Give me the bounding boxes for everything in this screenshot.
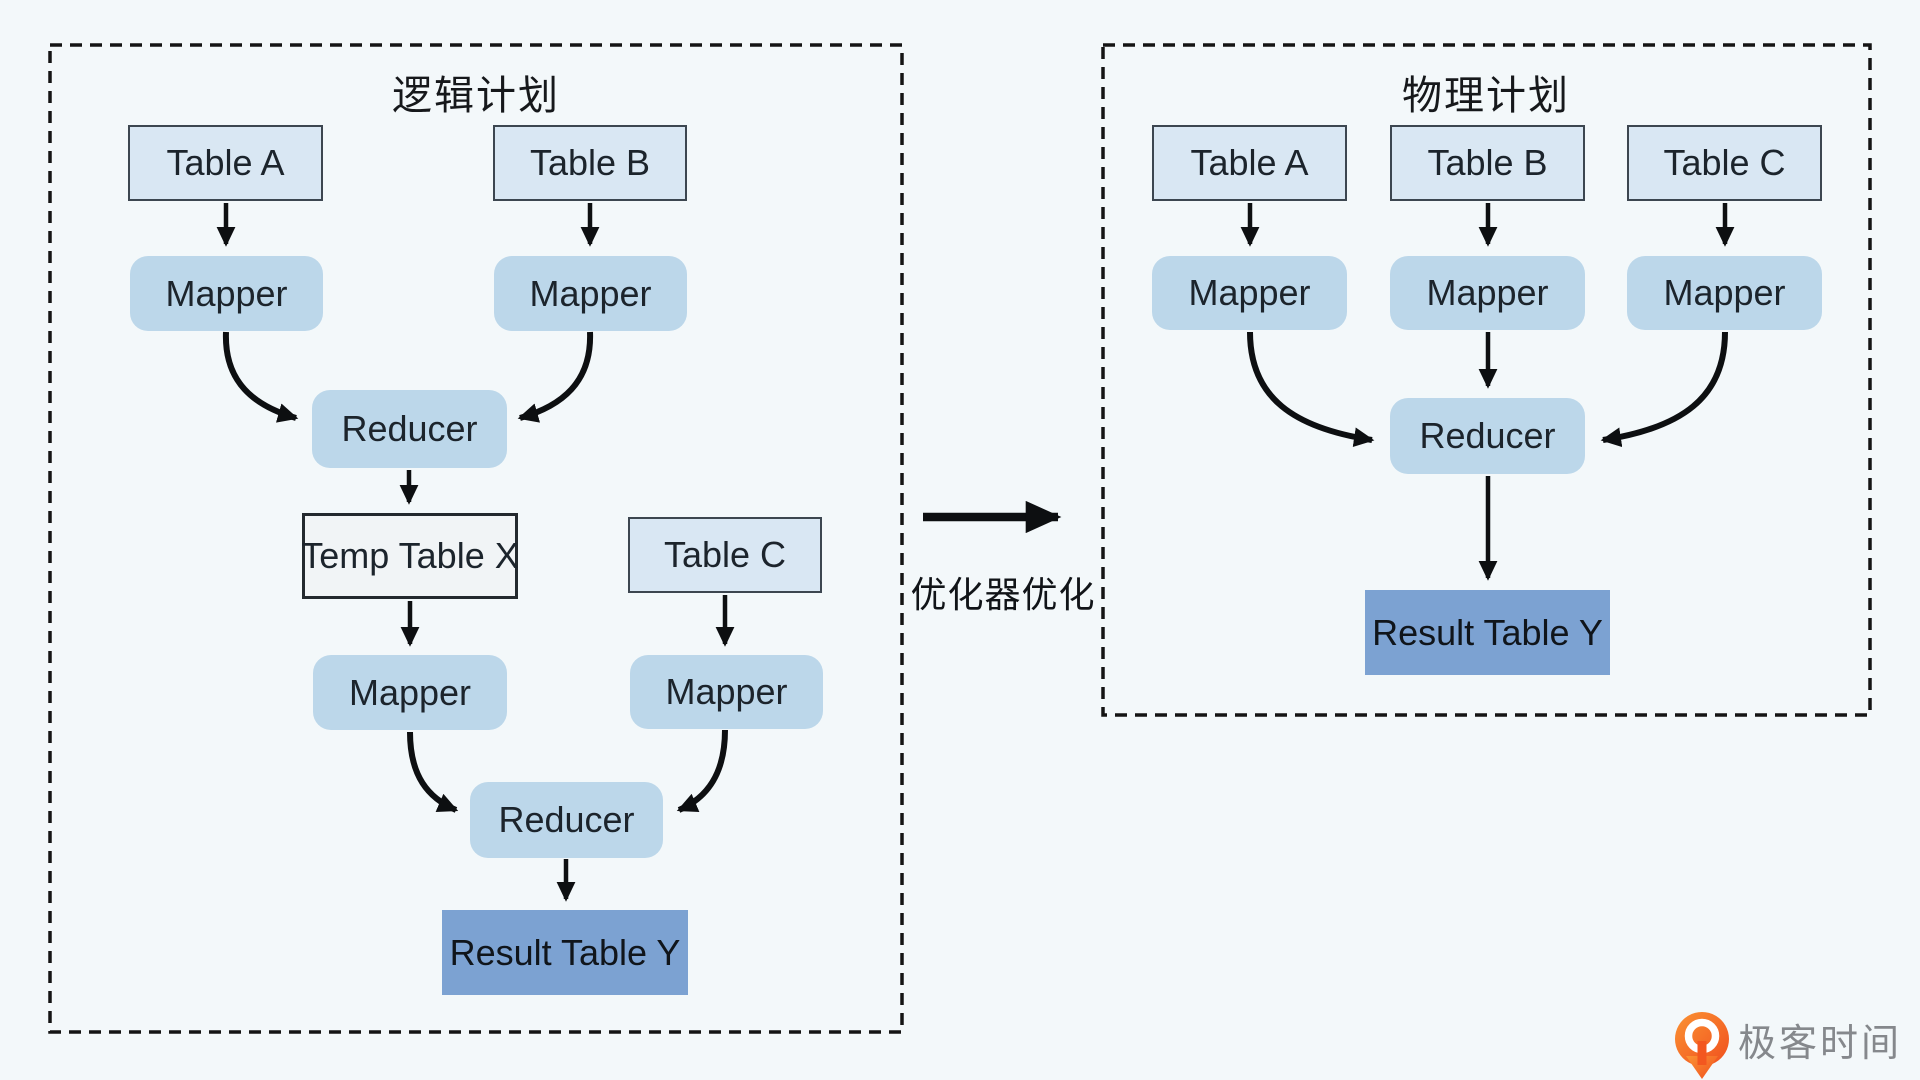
physical-arrows <box>1240 203 1735 581</box>
logical-reducer-2: Reducer <box>470 782 663 858</box>
geektime-pin-icon <box>1674 1012 1729 1079</box>
geektime-logo-text: 极客时间 <box>1738 1023 1903 1065</box>
logical-plan-panel-border <box>48 43 904 1034</box>
optimizer-label: 优化器优化 <box>910 574 1096 615</box>
physical-plan-panel-border <box>1101 43 1872 717</box>
physical-reducer: Reducer <box>1390 398 1585 474</box>
physical-mapper-b: Mapper <box>1390 256 1585 330</box>
logical-table-c: Table C <box>628 517 822 593</box>
logical-arrows <box>216 203 735 902</box>
logical-mapper-c: Mapper <box>630 655 823 729</box>
logical-mapper-a: Mapper <box>130 256 323 331</box>
logical-result-table-y: Result Table Y <box>442 910 688 995</box>
physical-mapper-c: Mapper <box>1627 256 1822 330</box>
logical-mapper-x: Mapper <box>313 655 507 730</box>
physical-result-table-y: Result Table Y <box>1365 590 1610 675</box>
logical-reducer-1: Reducer <box>312 390 507 468</box>
logical-temp-table-x: Temp Table X <box>301 513 519 599</box>
physical-mapper-a: Mapper <box>1152 256 1347 330</box>
physical-table-c: Table C <box>1627 125 1822 201</box>
logical-curves <box>222 331 728 813</box>
physical-table-a: Table A <box>1152 125 1347 201</box>
logical-table-b: Table B <box>493 125 687 201</box>
physical-table-b: Table B <box>1390 125 1585 201</box>
logical-table-a: Table A <box>128 125 323 201</box>
logical-mapper-b: Mapper <box>494 256 687 331</box>
logical-plan-title: 逻辑计划 <box>392 74 560 118</box>
physical-curves <box>1247 331 1728 448</box>
physical-plan-title: 物理计划 <box>1402 74 1570 118</box>
